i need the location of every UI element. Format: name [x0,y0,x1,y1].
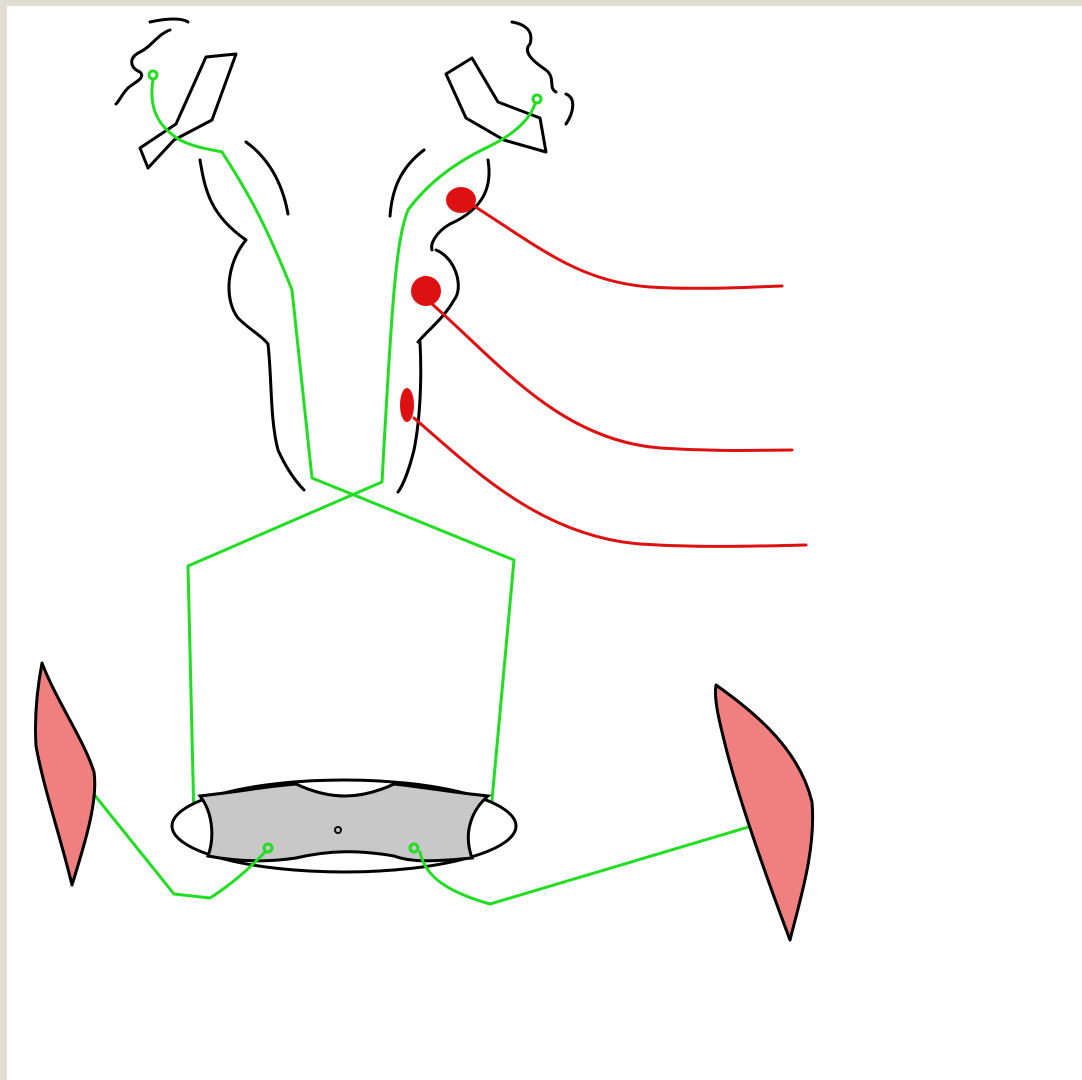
nucleus-upper [446,187,476,213]
neural-pathway-diagram [33,17,815,942]
muscle-left [33,661,97,887]
muscle-right [714,683,815,942]
nucleus-middle-group [411,276,794,452]
grey-matter [197,782,492,863]
brain-outline-left [114,17,306,492]
nucleus-middle [411,276,441,306]
pathway-right [186,93,543,842]
nucleus-lower-group [400,388,808,548]
brain-outline-right [388,20,575,494]
nucleus-lower [400,388,414,422]
nucleus-upper-group [446,187,784,290]
central-canal [334,826,342,834]
spinal-cord-section [170,778,518,874]
